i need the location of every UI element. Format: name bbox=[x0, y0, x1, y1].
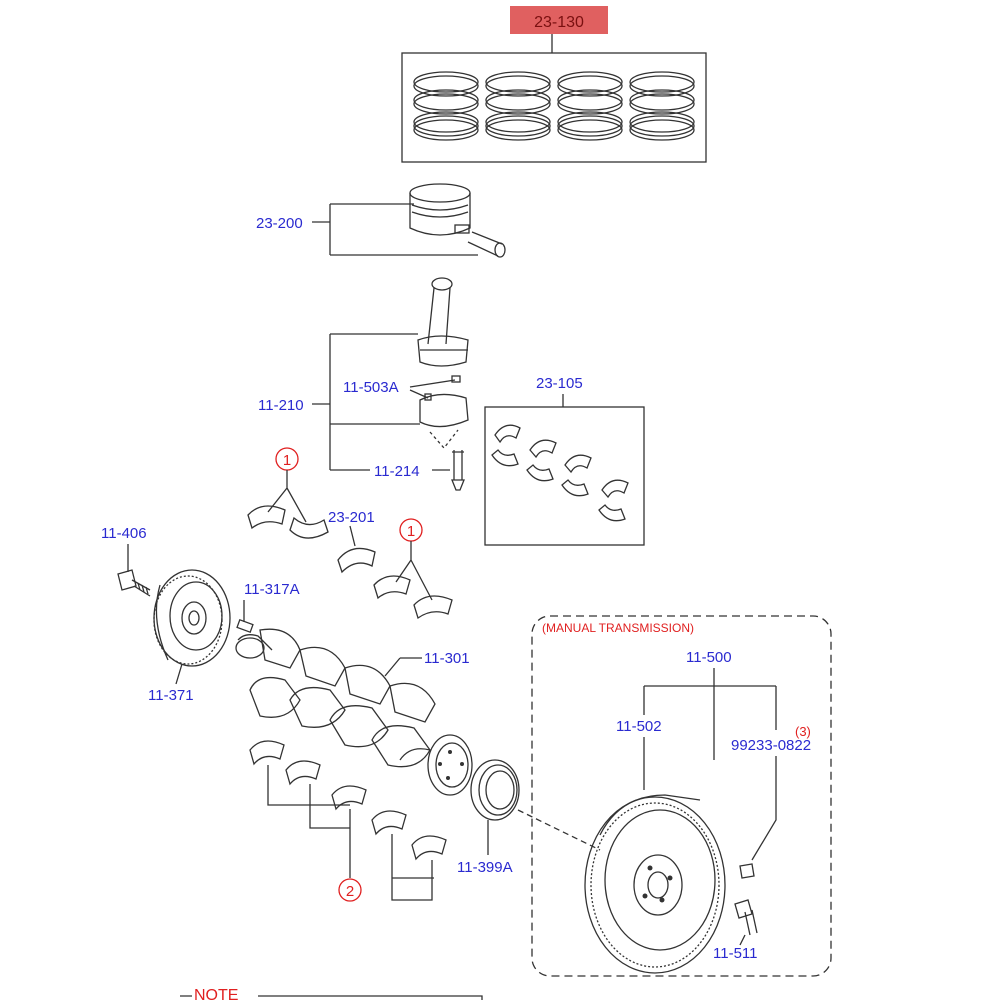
label-23-201[interactable]: 23-201 bbox=[328, 509, 375, 526]
connecting-rod bbox=[417, 277, 469, 491]
highlight-23-130[interactable] bbox=[510, 6, 608, 34]
marker-1-lower-label: 1 bbox=[407, 523, 415, 540]
label-11-503A[interactable]: 11-503A bbox=[343, 379, 399, 396]
label-11-371[interactable]: 11-371 bbox=[148, 687, 194, 704]
woodruff-key bbox=[236, 619, 254, 633]
qty-3: (3) bbox=[795, 724, 811, 739]
rear-oil-seal bbox=[470, 759, 520, 821]
piston bbox=[409, 183, 506, 258]
label-11-399A[interactable]: 11-399A bbox=[457, 859, 513, 876]
label-23-130[interactable]: 23-130 bbox=[534, 14, 584, 31]
thrust-bearing-lower bbox=[373, 575, 453, 620]
flywheel-bolt bbox=[734, 899, 758, 936]
piston-rings-box bbox=[401, 52, 707, 163]
thrust-bearing-upper bbox=[247, 505, 329, 539]
marker-1-upper-label: 1 bbox=[283, 452, 291, 469]
label-11-406[interactable]: 11-406 bbox=[101, 525, 147, 542]
manual-transmission-box bbox=[531, 615, 832, 977]
crankshaft-pulley bbox=[153, 569, 231, 667]
label-99233-0822[interactable]: 99233-0822 bbox=[731, 737, 811, 754]
piston-rings bbox=[413, 71, 695, 141]
bearing-23-201 bbox=[337, 547, 376, 574]
label-11-317A[interactable]: 11-317A bbox=[244, 581, 300, 598]
marker-2[interactable] bbox=[338, 878, 362, 902]
dowel-pin bbox=[739, 863, 755, 879]
label-23-200[interactable]: 23-200 bbox=[256, 215, 303, 232]
label-23-105[interactable]: 23-105 bbox=[536, 375, 583, 392]
bearing-set-box bbox=[484, 406, 645, 546]
label-11-500[interactable]: 11-500 bbox=[686, 649, 732, 666]
main-bearings bbox=[249, 740, 447, 861]
pulley-bolt bbox=[117, 569, 151, 597]
marker-2-label: 2 bbox=[346, 883, 354, 900]
label-11-214[interactable]: 11-214 bbox=[374, 463, 420, 480]
flywheel bbox=[584, 794, 726, 974]
note-label: NOTE bbox=[194, 987, 238, 1000]
label-11-502[interactable]: 11-502 bbox=[616, 718, 662, 735]
label-11-301[interactable]: 11-301 bbox=[424, 650, 470, 667]
bearing-shells-set bbox=[491, 424, 629, 522]
crankshaft bbox=[235, 628, 473, 796]
label-11-511[interactable]: 11-511 bbox=[713, 945, 757, 962]
manual-transmission-label: (MANUAL TRANSMISSION) bbox=[542, 621, 694, 635]
label-11-210[interactable]: 11-210 bbox=[258, 397, 304, 414]
